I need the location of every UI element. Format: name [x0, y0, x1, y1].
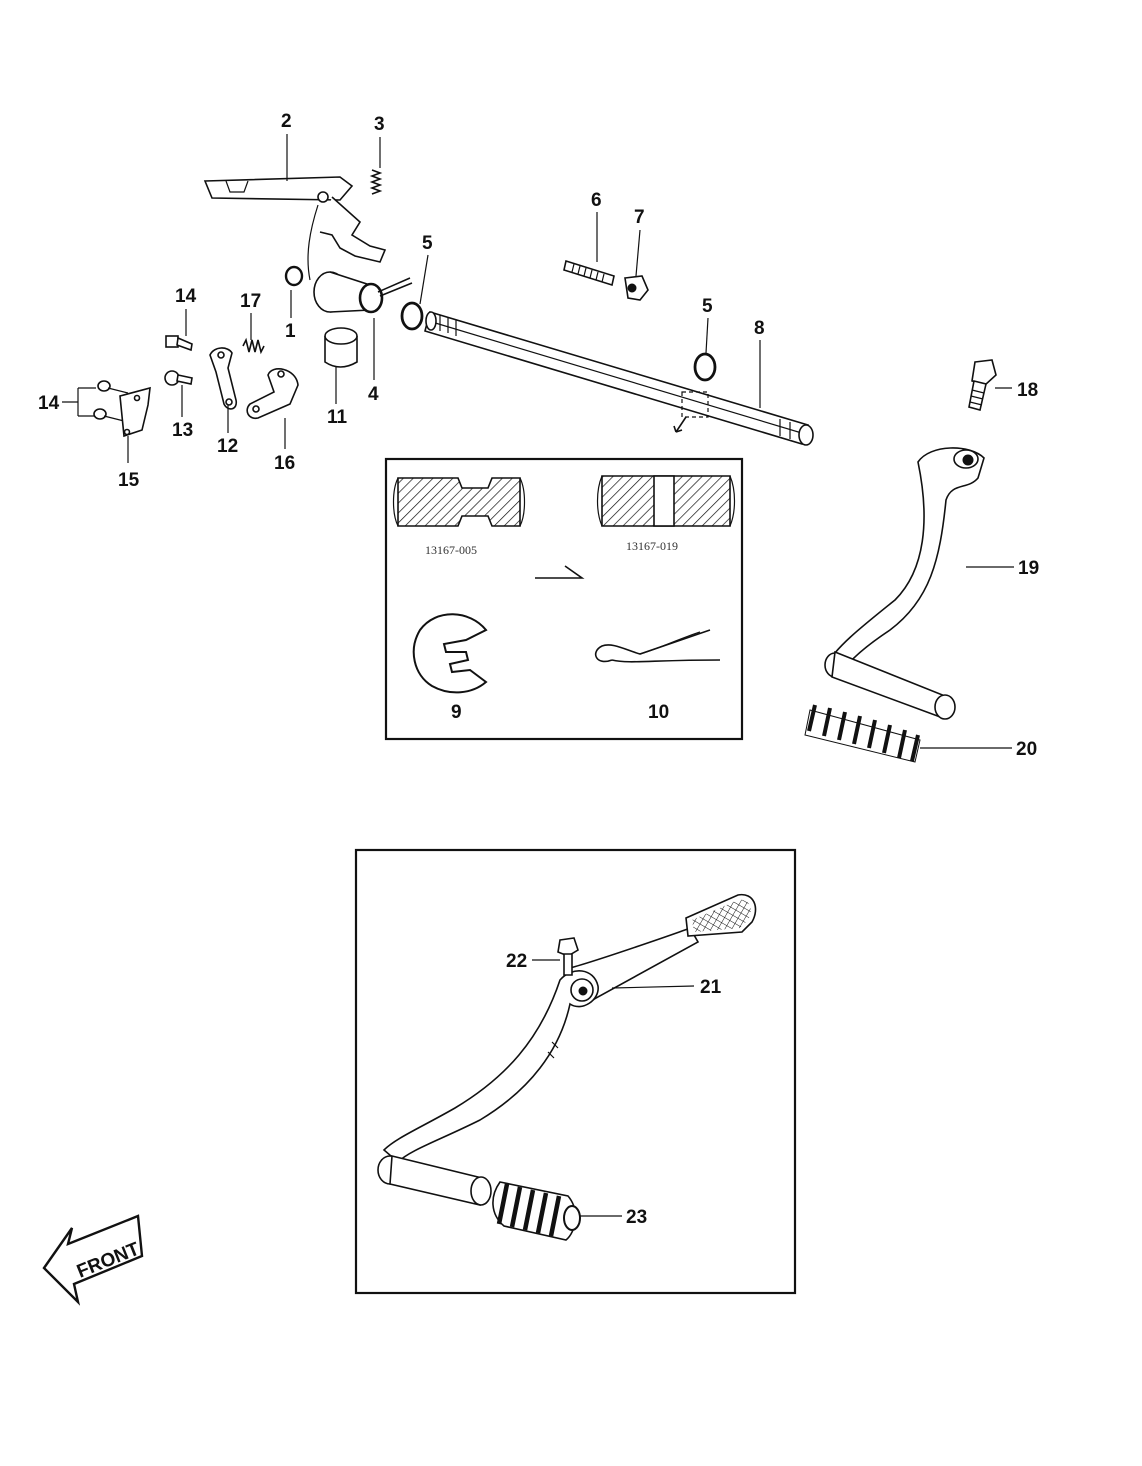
- callout-6: 6: [591, 190, 602, 211]
- front-direction-arrow: FRONT: [42, 1214, 144, 1306]
- callout-18: 18: [1017, 380, 1038, 401]
- callout-10: 10: [648, 702, 669, 723]
- callout-1: 1: [285, 321, 296, 342]
- inset-box-shift-pedal: [354, 848, 797, 1295]
- callout-20: 20: [1016, 739, 1037, 760]
- spring-part-3: [369, 169, 383, 195]
- callout-7: 7: [634, 207, 645, 228]
- callout-8: 8: [754, 318, 765, 339]
- callout-13: 13: [172, 420, 193, 441]
- shift-pedal-part-21: [377, 893, 757, 1206]
- callout-11: 11: [327, 407, 348, 428]
- spring-part-17: [242, 337, 265, 355]
- bolt-part-14-upper: [165, 335, 193, 352]
- new-shaft-section: [596, 475, 736, 527]
- cotter-pin-part-10: [594, 629, 721, 663]
- callout-9: 9: [451, 702, 462, 723]
- plate-part-16: [246, 368, 299, 420]
- bolt-part-13: [164, 370, 193, 386]
- new-part-number: 13167-019: [626, 539, 678, 553]
- supersede-arrow: [535, 565, 585, 579]
- rubber-part-23: [492, 1181, 581, 1241]
- washer-part-5-right: [693, 352, 717, 382]
- callout-4: 4: [368, 384, 379, 405]
- callout-12: 12: [217, 436, 238, 457]
- e-clip-part-9: [412, 613, 488, 694]
- callout-23: 23: [626, 1207, 647, 1228]
- plate-part-15: [119, 386, 151, 438]
- callout-19: 19: [1018, 558, 1039, 579]
- rubber-part-20: [804, 704, 921, 763]
- leader-lines: [62, 134, 1014, 1217]
- callout-2: 2: [281, 111, 292, 132]
- callout-14-lower: 14: [38, 393, 60, 414]
- old-part-number: 13167-005: [425, 543, 477, 557]
- nut-part-7: [624, 275, 649, 301]
- bolt-part-14-lower: [93, 380, 129, 422]
- callout-3: 3: [374, 114, 385, 135]
- callout-22: 22: [506, 951, 527, 972]
- return-spring-part-4: [358, 277, 413, 314]
- inset-box-shaft-detail: [384, 457, 744, 741]
- collar-part-11: [324, 327, 358, 368]
- callout-14-upper: 14: [175, 286, 197, 307]
- callout-15: 15: [118, 470, 140, 491]
- shift-shaft-part-8: [424, 310, 814, 446]
- pin-part-6: [563, 259, 615, 287]
- callout-21: 21: [700, 977, 722, 998]
- bolt-part-22: [557, 937, 579, 976]
- bolt-part-18: [968, 359, 997, 411]
- callout-5-right: 5: [702, 296, 713, 317]
- callout-16: 16: [274, 453, 295, 474]
- shift-arm-part-2: [203, 176, 387, 281]
- washer-part-5-left: [400, 301, 424, 331]
- lever-part-12: [209, 347, 238, 410]
- kickstart-arm-part-19: [824, 447, 985, 720]
- callout-5-left: 5: [422, 233, 433, 254]
- callout-17: 17: [240, 291, 261, 312]
- old-shaft-section: [392, 477, 526, 527]
- circlip-part-1: [284, 265, 304, 287]
